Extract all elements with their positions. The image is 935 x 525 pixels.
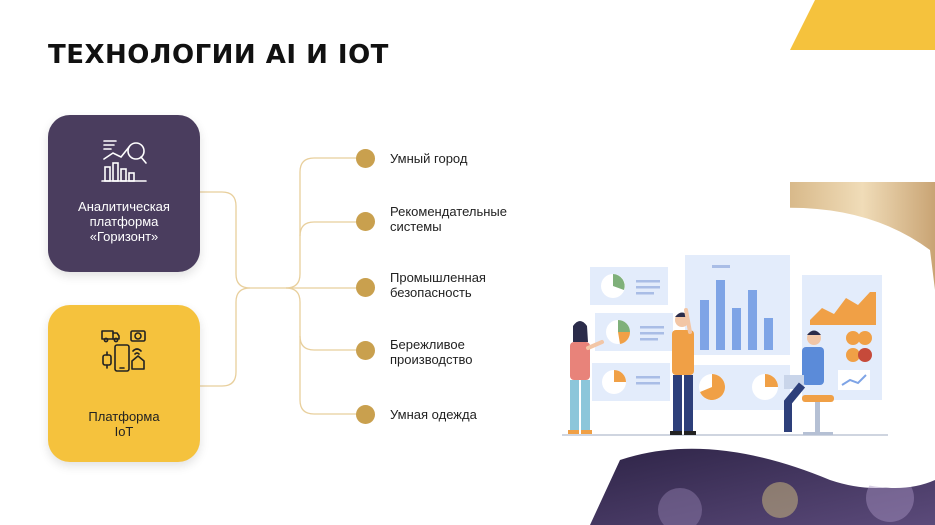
bullet-dot: [356, 405, 375, 424]
list-item-label: Бережливое производство: [390, 337, 473, 367]
bullet-dot: [356, 212, 375, 231]
bullet-dot: [356, 149, 375, 168]
bullet-dot: [356, 278, 375, 297]
list-item-label: Умный город: [390, 151, 468, 166]
slide-title: ТЕХНОЛОГИИ AI И IOT: [48, 40, 389, 70]
corner-yellow-shape: [790, 0, 935, 50]
iot-devices-icon: [101, 330, 146, 372]
list-item-label: Умная одежда: [390, 407, 477, 422]
card-iot-label: Платформа IoT: [88, 409, 160, 439]
analytics-icon: [101, 140, 147, 182]
data-analytics-team-illustration: [562, 255, 888, 436]
card-analytics-platform: Аналитическая платформа «Горизонт»: [48, 115, 200, 272]
list-item-label: Промышленная безопасность: [390, 270, 486, 300]
card-analytics-label: Аналитическая платформа «Горизонт»: [78, 199, 170, 244]
bullet-dot: [356, 341, 375, 360]
list-item-label: Рекомендательные системы: [390, 204, 507, 234]
card-iot-platform: Платформа IoT: [48, 305, 200, 462]
